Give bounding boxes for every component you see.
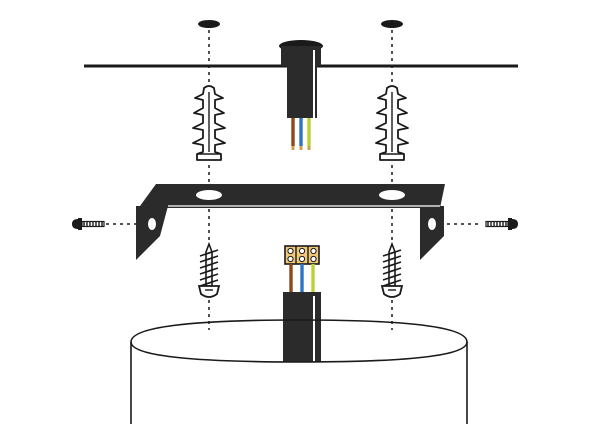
wood-screw-icon [381, 243, 403, 298]
lamp-shade-icon [130, 319, 468, 424]
side-screw-icon [71, 217, 105, 231]
drill-hole-icon [381, 20, 403, 28]
mounting-bracket-icon [136, 184, 445, 260]
wall-plug-icon [375, 85, 409, 161]
terminal-block-icon [284, 245, 320, 265]
cable-icon [283, 264, 321, 362]
wood-screw-icon [198, 243, 220, 298]
drill-hole-icon [198, 20, 220, 28]
cable-icon [279, 40, 323, 150]
wall-plug-icon [192, 85, 226, 161]
side-screw-icon [485, 217, 519, 231]
